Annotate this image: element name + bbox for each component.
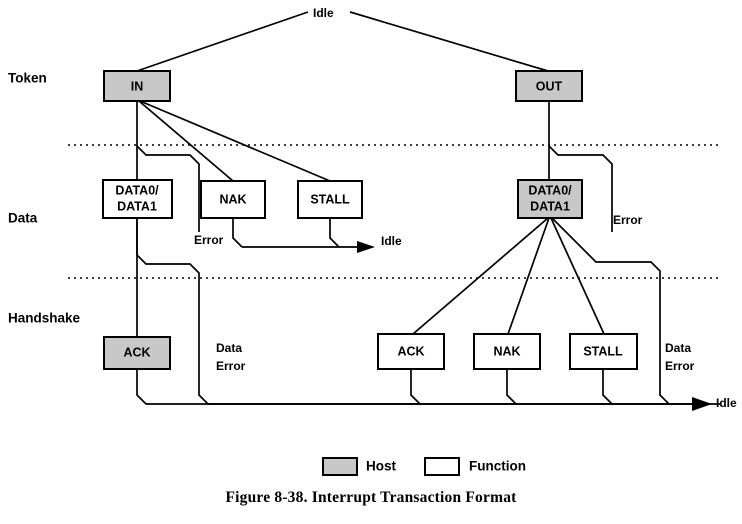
edge-out-data-to-nak: [507, 217, 550, 335]
arrowhead-bottom-idle: [692, 397, 712, 411]
edge-out-ack-to-baseline: [410, 369, 421, 405]
legend-function-label: Function: [469, 459, 526, 474]
legend-host-swatch: [322, 457, 358, 476]
node-out-ack[interactable]: ACK: [377, 333, 445, 370]
node-in-ack-box: [103, 336, 171, 370]
node-out-stall-box: [569, 333, 638, 370]
node-in-data-box: [102, 179, 173, 219]
edge-in-data-error-path: [136, 218, 720, 405]
edge-label-data-error-in-line1: Data: [216, 341, 242, 355]
node-out-nak-box: [473, 333, 541, 370]
edge-out-stall-to-baseline: [602, 369, 613, 405]
legend: Host Function: [322, 457, 526, 476]
node-out-token-label: OUT: [536, 79, 563, 93]
edge-stall-to-idle-rail: [329, 218, 340, 248]
node-in-stall-label: STALL: [310, 192, 350, 206]
node-in-nak-label: NAK: [219, 192, 246, 206]
node-out-data-label-line1: DATA0/: [528, 183, 572, 197]
node-in-stall-box: [297, 180, 363, 219]
edge-label-data-error-out-line1: Data: [665, 341, 691, 355]
node-out-data[interactable]: DATA0/ DATA1: [517, 179, 583, 219]
edge-idle-to-in: [136, 11, 309, 72]
edge-label-data-error-in-line2: Error: [216, 359, 246, 373]
edge-in-error-branch: [136, 145, 200, 232]
node-in-data-label-line1: DATA0/: [115, 183, 159, 197]
node-out-data-label-line2: DATA1: [530, 199, 570, 213]
node-out-ack-label: ACK: [397, 344, 424, 358]
edge-out-data-to-ack: [412, 217, 549, 335]
edge-in-to-stall: [139, 100, 331, 182]
edge-out-data-to-stall: [550, 217, 605, 335]
edge-out-nak-to-baseline: [506, 369, 517, 405]
node-in-token[interactable]: IN: [103, 70, 171, 102]
row-label-handshake: Handshake: [8, 311, 81, 326]
node-in-nak-box: [200, 180, 266, 219]
node-in-ack-label: ACK: [123, 345, 150, 359]
edge-out-data-error-path: [551, 217, 670, 405]
node-out-data-box: [517, 179, 583, 219]
node-out-nak[interactable]: NAK: [473, 333, 541, 370]
node-out-nak-label: NAK: [493, 344, 520, 358]
legend-function-swatch: [424, 457, 460, 476]
legend-host-label: Host: [366, 459, 397, 474]
edge-label-error-out: Error: [613, 213, 643, 227]
row-label-token: Token: [8, 71, 47, 86]
edge-label-data-error-out-line2: Error: [665, 359, 695, 373]
edge-in-to-nak: [138, 100, 234, 182]
node-in-data[interactable]: DATA0/ DATA1: [102, 179, 173, 219]
node-out-token-box: [515, 70, 583, 102]
edge-label-error-in: Error: [194, 233, 224, 247]
edge-in-ack-to-baseline: [136, 369, 147, 405]
node-out-stall[interactable]: STALL: [569, 333, 638, 370]
edge-nak-to-idle-rail: [232, 218, 243, 248]
edge-out-error-branch: [548, 145, 613, 232]
edge-label-idle-top: Idle: [313, 6, 334, 20]
node-out-ack-box: [377, 333, 445, 370]
node-in-ack[interactable]: ACK: [103, 336, 171, 370]
edge-label-idle-bottom: Idle: [716, 396, 737, 410]
node-in-data-label-line2: DATA1: [117, 199, 157, 213]
arrowhead-mid-idle: [357, 241, 375, 253]
node-out-token[interactable]: OUT: [515, 70, 583, 102]
edge-idle-to-out: [349, 11, 549, 72]
figure-caption: Figure 8-38. Interrupt Transaction Forma…: [225, 489, 517, 506]
node-out-stall-label: STALL: [583, 344, 623, 358]
node-in-stall[interactable]: STALL: [297, 180, 363, 219]
node-in-nak[interactable]: NAK: [200, 180, 266, 219]
node-in-token-box: [103, 70, 171, 102]
row-label-data: Data: [8, 211, 38, 226]
node-in-token-label: IN: [131, 79, 144, 93]
edge-label-idle-mid: Idle: [381, 234, 402, 248]
